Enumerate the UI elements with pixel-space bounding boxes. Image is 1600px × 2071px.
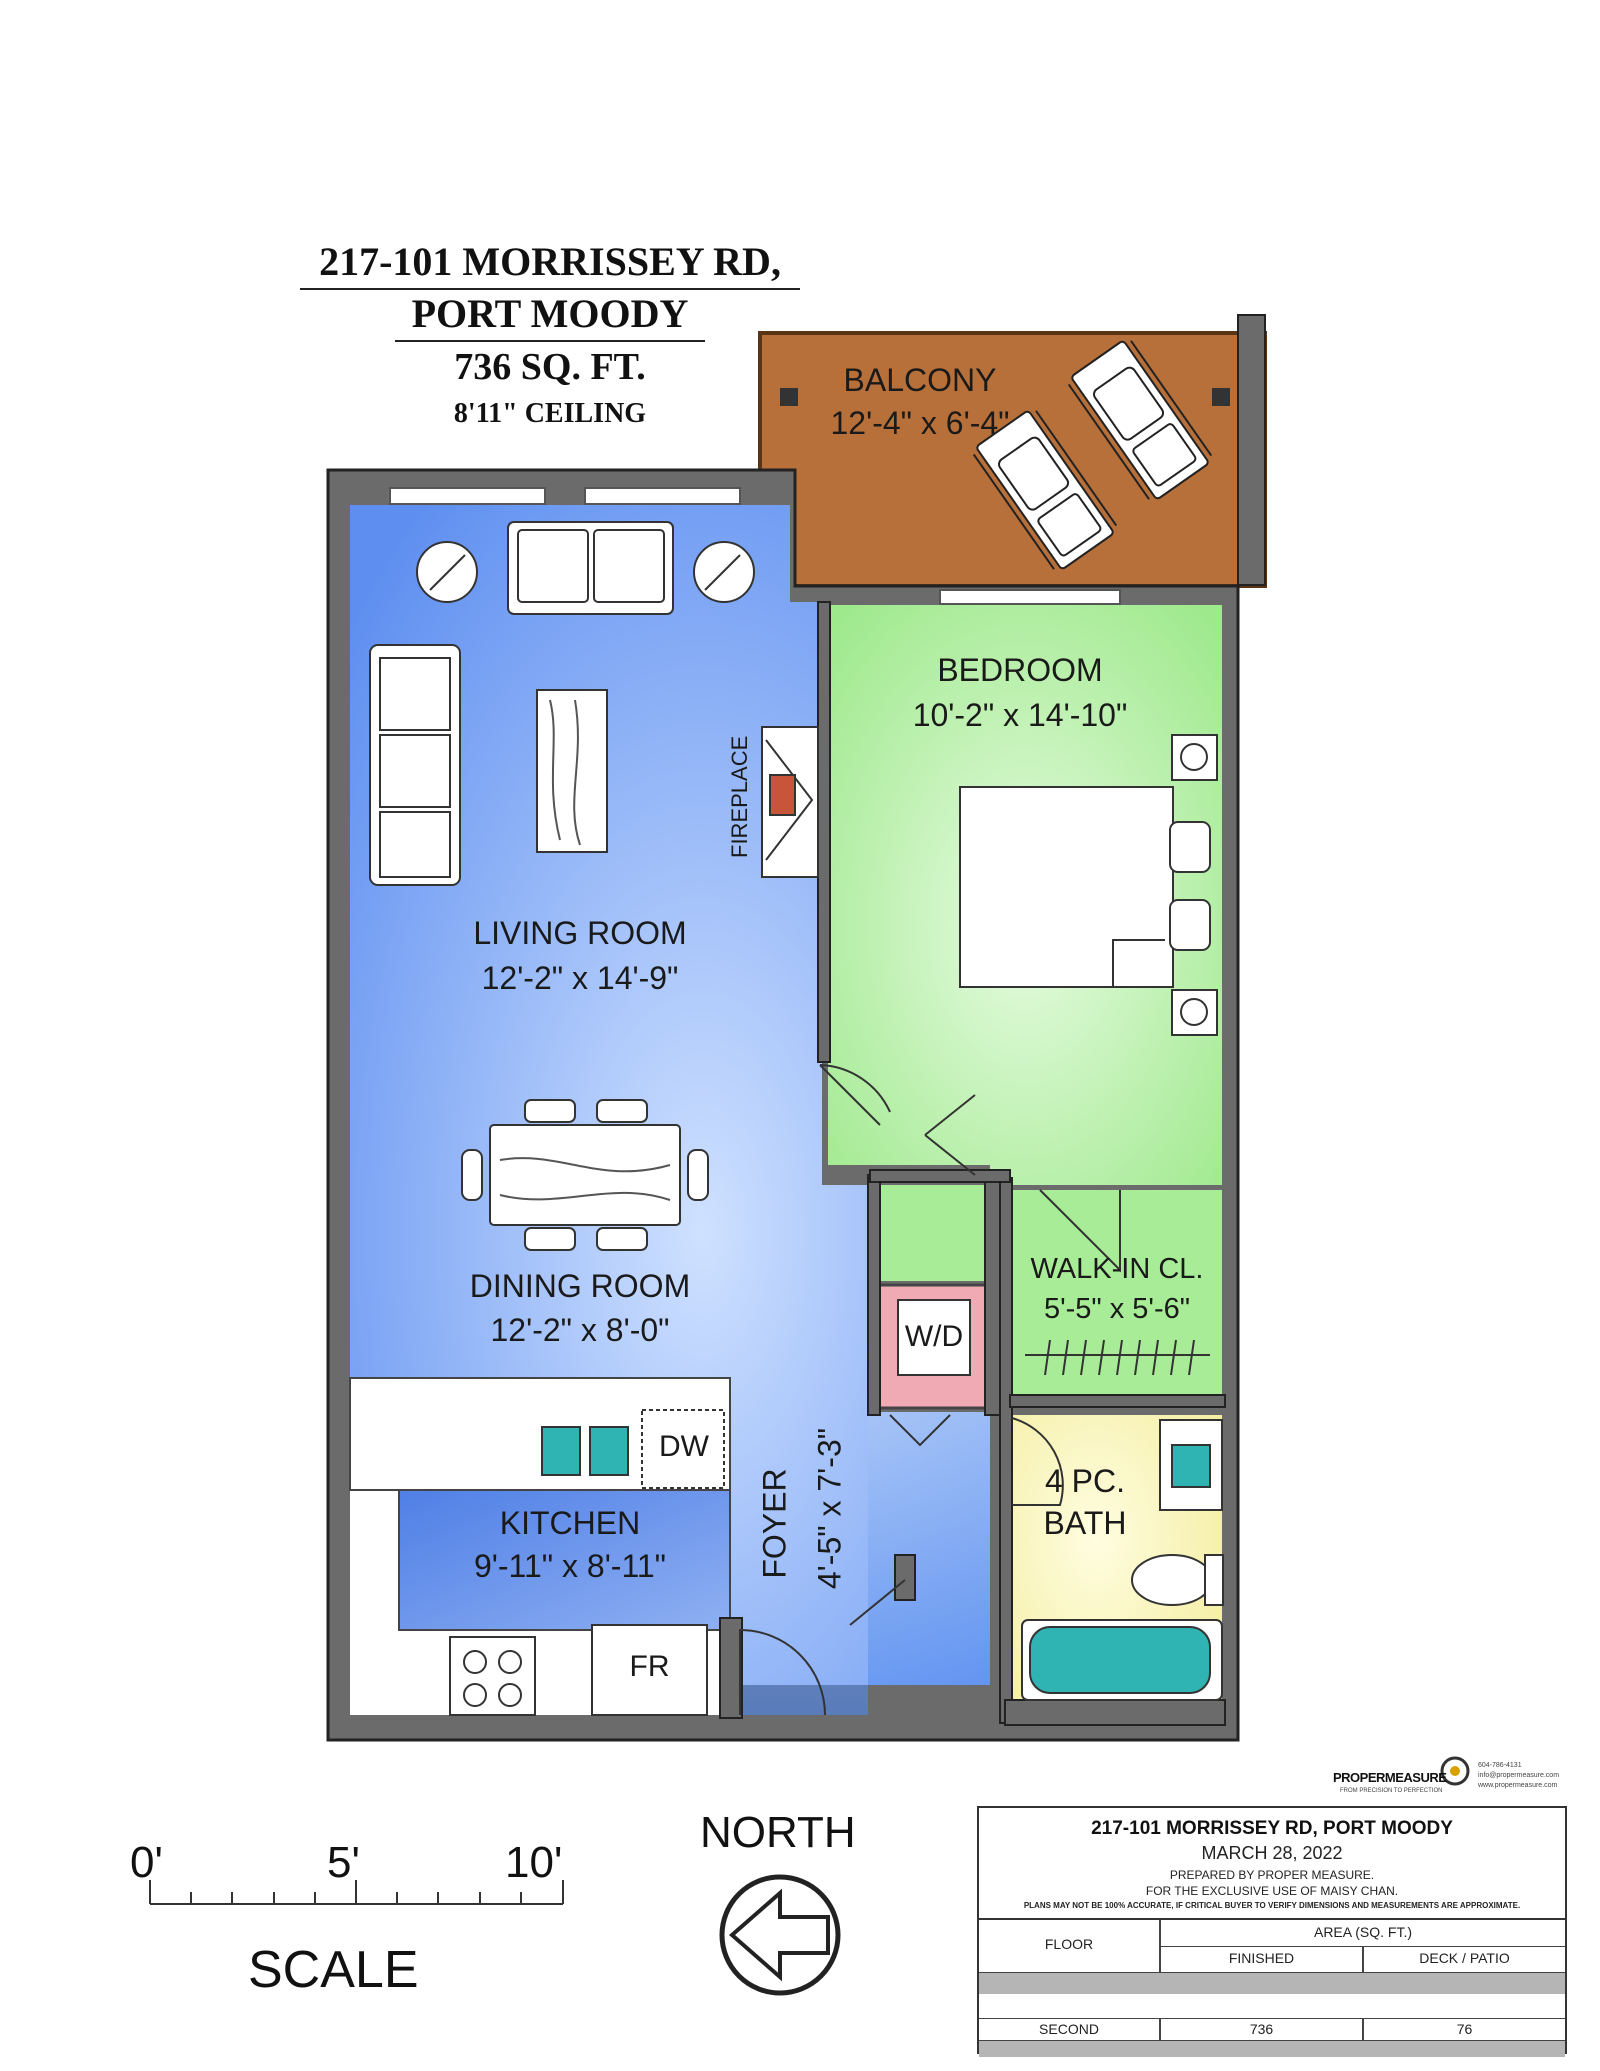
ceiling-height: 8'11" CEILING — [453, 398, 647, 429]
row-finished: 736 — [1249, 2021, 1274, 2037]
title-block-address: 217-101 MORRISSEY RD, PORT MOODY — [1091, 1818, 1453, 1839]
closet-rod — [1025, 1339, 1210, 1376]
logo-contact-3: www.propermeasure.com — [1478, 1782, 1558, 1789]
header-divider — [395, 340, 705, 342]
bedroom-name: BEDROOM — [937, 652, 1103, 688]
walk-in-closet-name: WALK-IN CL. — [1030, 1253, 1204, 1285]
row-floor: SECOND — [1039, 2021, 1099, 2037]
scale-label: SCALE — [248, 1941, 419, 1999]
living-furniture — [369, 521, 819, 1251]
fridge-label: FR — [629, 1650, 670, 1683]
bedroom-dims: 10'-2" x 14'-10" — [912, 697, 1128, 733]
title-block-for-use: FOR THE EXCLUSIVE USE OF MAISY CHAN. — [1145, 1884, 1399, 1898]
col-floor-header: FLOOR — [1044, 1936, 1094, 1952]
header-divider — [300, 288, 800, 290]
logo-contact-2: info@propermeasure.com — [1478, 1772, 1560, 1779]
balcony-dims: 12'-4" x 6'-4" — [830, 405, 1010, 441]
bedroom-furniture — [959, 734, 1218, 1036]
title-block-table: FLOOR AREA (SQ. FT.) FINISHED DECK / PAT… — [979, 1918, 1565, 2057]
bath-fixtures — [1021, 1419, 1224, 1701]
title-block-date: MARCH 28, 2022 — [1201, 1843, 1343, 1863]
logo-tagline: FROM PRECISION TO PERFECTION — [1340, 1788, 1443, 1794]
title-block-prepared-by: PREPARED BY PROPER MEASURE. — [1169, 1868, 1375, 1882]
foyer-dims: 4'-5" x 7'-3" — [811, 1427, 848, 1590]
logo-brand: PROPERMEASURE — [1333, 1770, 1447, 1785]
north-arrow-icon — [719, 1874, 841, 1996]
dishwasher-label: DW — [659, 1430, 709, 1463]
living-room-name: LIVING ROOM — [473, 915, 687, 951]
logo-icon — [1440, 1756, 1470, 1786]
dining-room-name: DINING ROOM — [469, 1268, 691, 1304]
bath-name-line1: 4 PC. — [1044, 1463, 1126, 1499]
title-block-disclaimer: PLANS MAY NOT BE 100% ACCURATE, IF CRITI… — [1023, 1901, 1521, 1910]
col-finished-header: FINISHED — [1228, 1950, 1295, 1966]
living-windows — [389, 487, 741, 505]
scale-tick-0: 0' — [130, 1838, 163, 1887]
dining-room-dims: 12'-2" x 8'-0" — [490, 1312, 670, 1348]
walk-in-closet-dims: 5'-5" x 5'-6" — [1043, 1293, 1191, 1325]
col-deck-header: DECK / PATIO — [1419, 1950, 1510, 1966]
balcony-name: BALCONY — [843, 362, 997, 398]
fireplace-label: FIREPLACE — [727, 735, 752, 858]
bedroom-window — [939, 589, 1121, 605]
kitchen-dims: 9'-11" x 8'-11" — [473, 1548, 667, 1584]
foyer-name: FOYER — [756, 1468, 793, 1579]
kitchen-name: KITCHEN — [499, 1505, 641, 1541]
logo-contact-1: 604-786-4131 — [1478, 1762, 1522, 1769]
col-area-header: AREA (SQ. FT.) — [1313, 1924, 1412, 1940]
row-deck: 76 — [1456, 2021, 1473, 2037]
title-block: 217-101 MORRISSEY RD, PORT MOODY MARCH 2… — [977, 1806, 1567, 2057]
scale-tick-5: 5' — [327, 1838, 360, 1887]
washer-dryer-label: W/D — [904, 1320, 964, 1353]
scale-tick-10: 10' — [505, 1838, 563, 1887]
address-line-2: PORT MOODY — [411, 291, 689, 336]
scale-bar — [149, 1880, 564, 1905]
kitchen-fixtures — [449, 1409, 725, 1716]
living-room-dims: 12'-2" x 14'-9" — [481, 960, 679, 996]
balcony — [758, 314, 1267, 588]
north-label: NORTH — [700, 1808, 856, 1857]
address-line-1: 217-101 MORRISSEY RD, — [319, 239, 781, 284]
bath-name-line2: BATH — [1043, 1505, 1127, 1541]
area-total: 736 SQ. FT. — [454, 346, 646, 388]
